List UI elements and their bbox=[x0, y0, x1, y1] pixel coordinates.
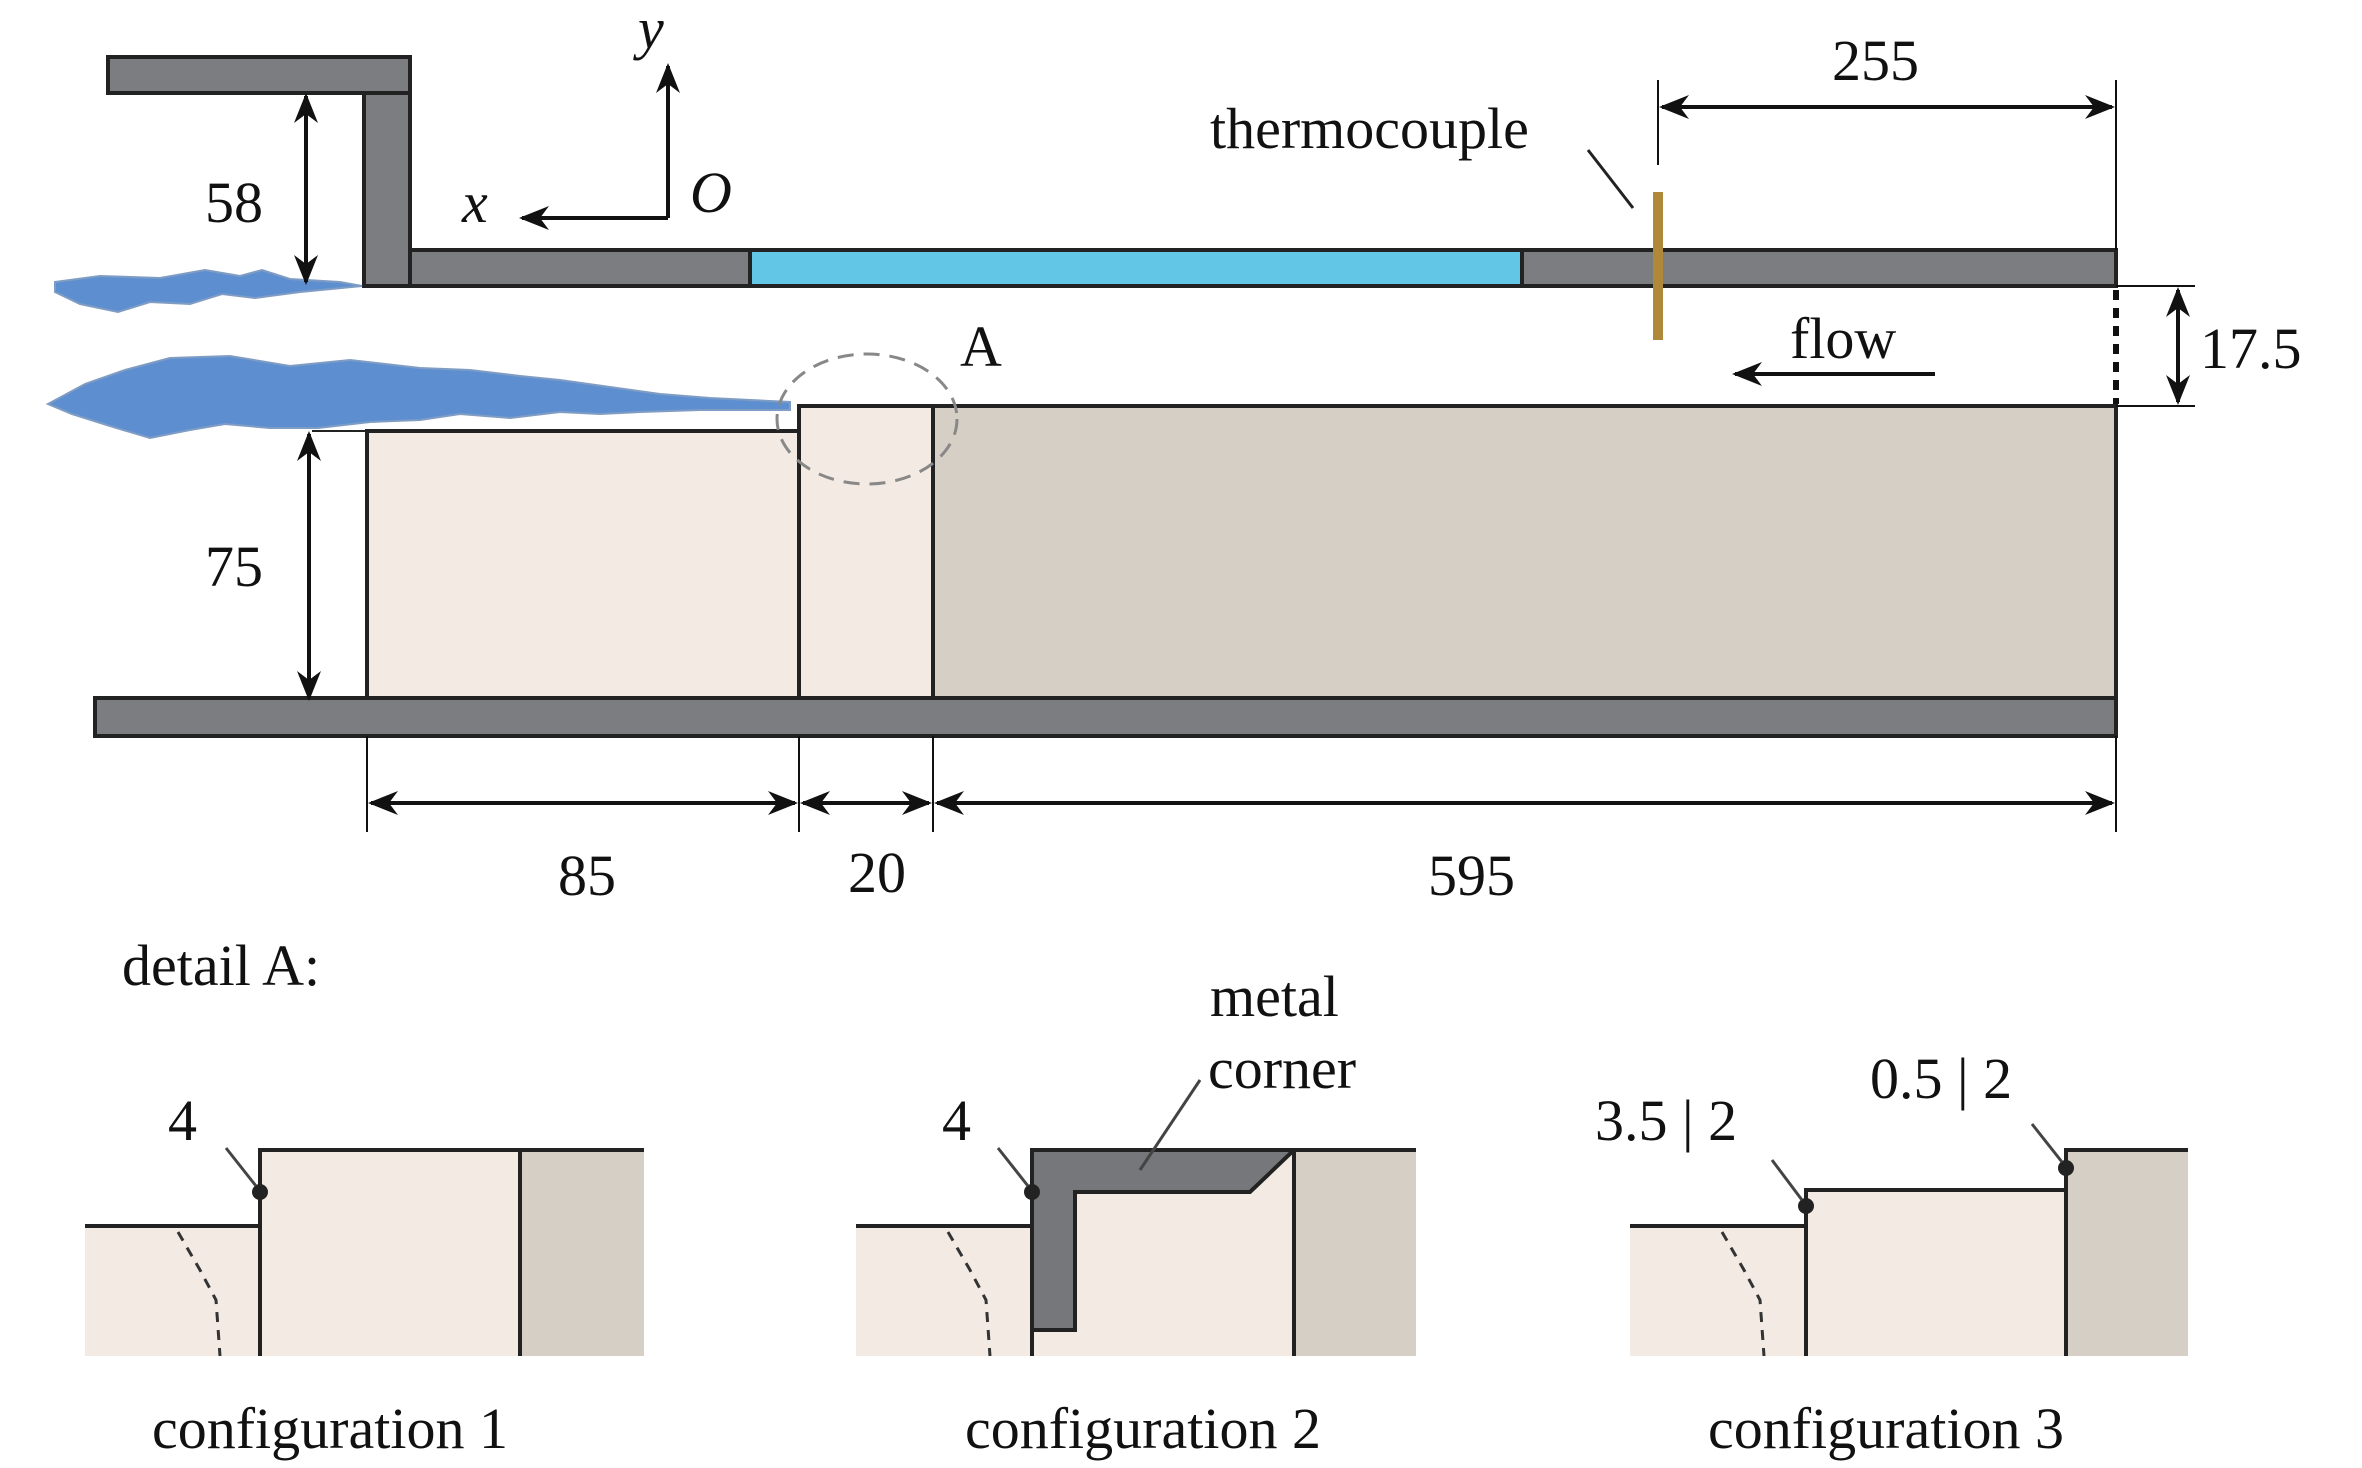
flame-lower bbox=[45, 354, 791, 440]
dim-20-label: 20 bbox=[848, 840, 906, 905]
dim-75-label: 75 bbox=[205, 534, 263, 599]
c2-marker-dot bbox=[1024, 1184, 1040, 1200]
upstream-block-85 bbox=[365, 429, 801, 700]
configuration-1-label: configuration 1 bbox=[152, 1396, 508, 1461]
x-axis-label: x bbox=[461, 170, 488, 235]
c1-upstream-block bbox=[85, 1226, 260, 1356]
metal-corner-leader bbox=[1138, 1079, 1202, 1171]
top-wall-right bbox=[1520, 248, 2118, 288]
c1-dashed-profile bbox=[176, 1231, 222, 1357]
top-vertical-wall bbox=[362, 91, 412, 288]
configuration-3-detail: 3.5 | 2 0.5 | 2 configuration 3 bbox=[1595, 1046, 2188, 1461]
configuration-2-label: configuration 2 bbox=[965, 1396, 1321, 1461]
optical-window bbox=[748, 248, 1524, 288]
c1-step-block bbox=[260, 1150, 520, 1356]
c3-marker-dot-right bbox=[2058, 1160, 2074, 1176]
origin-label: O bbox=[690, 160, 732, 225]
thermocouple-leader bbox=[1586, 149, 1635, 209]
c2-marker-label: 4 bbox=[942, 1088, 971, 1153]
detail-a-label: A bbox=[960, 314, 1002, 379]
dim-85-label: 85 bbox=[558, 843, 616, 908]
c3-downstream-block bbox=[2066, 1150, 2188, 1356]
c3-marker-leader-left bbox=[1770, 1159, 1804, 1201]
c1-marker-leader bbox=[224, 1147, 258, 1187]
thermocouple-label: thermocouple bbox=[1210, 96, 1529, 161]
configuration-3-label: configuration 3 bbox=[1708, 1396, 2064, 1461]
c2-upstream-block bbox=[856, 1226, 1032, 1356]
metal-corner-label-line1: metal bbox=[1210, 964, 1339, 1029]
metal-corner-label-line2: corner bbox=[1208, 1036, 1356, 1101]
c1-step-top bbox=[258, 1148, 644, 1226]
c3-marker-label-right: 0.5 | 2 bbox=[1870, 1046, 2012, 1111]
c3-dashed-profile bbox=[1720, 1231, 1766, 1357]
flame-upper bbox=[54, 268, 363, 314]
top-left-wall-plate bbox=[106, 55, 412, 95]
c3-marker-leader-right bbox=[2030, 1123, 2064, 1163]
y-axis-label: y bbox=[633, 0, 664, 61]
dim-58-label: 58 bbox=[205, 170, 263, 235]
configuration-2-detail: 4 metal corner configuration 2 bbox=[856, 964, 1416, 1461]
detail-a-circle bbox=[775, 352, 959, 486]
c3-marker-dot-left bbox=[1798, 1198, 1814, 1214]
configuration-1-detail: 4 configuration 1 bbox=[85, 1088, 644, 1461]
flow-label: flow bbox=[1790, 306, 1896, 371]
c2-marker-leader bbox=[996, 1147, 1030, 1187]
dim-17-5-label: 17.5 bbox=[2200, 316, 2302, 381]
c2-downstream-block bbox=[1294, 1150, 1416, 1356]
top-wall-left bbox=[408, 248, 752, 288]
c2-outline bbox=[856, 1224, 1034, 1356]
downstream-block-595 bbox=[931, 404, 2118, 700]
c3-step-block bbox=[1806, 1190, 2066, 1356]
c1-marker-dot bbox=[252, 1184, 268, 1200]
c3-upstream-block bbox=[1630, 1226, 1806, 1356]
detail-a-heading: detail A: bbox=[122, 933, 320, 998]
dim-255-label: 255 bbox=[1832, 28, 1919, 93]
c3-marker-label-left: 3.5 | 2 bbox=[1595, 1088, 1737, 1153]
c1-downstream-block bbox=[520, 1150, 644, 1356]
c1-marker-label: 4 bbox=[168, 1088, 197, 1153]
bottom-wall bbox=[93, 696, 2118, 738]
step-block-20 bbox=[797, 404, 935, 700]
dim-595-label: 595 bbox=[1428, 843, 1515, 908]
c2-dashed-profile bbox=[946, 1231, 992, 1357]
